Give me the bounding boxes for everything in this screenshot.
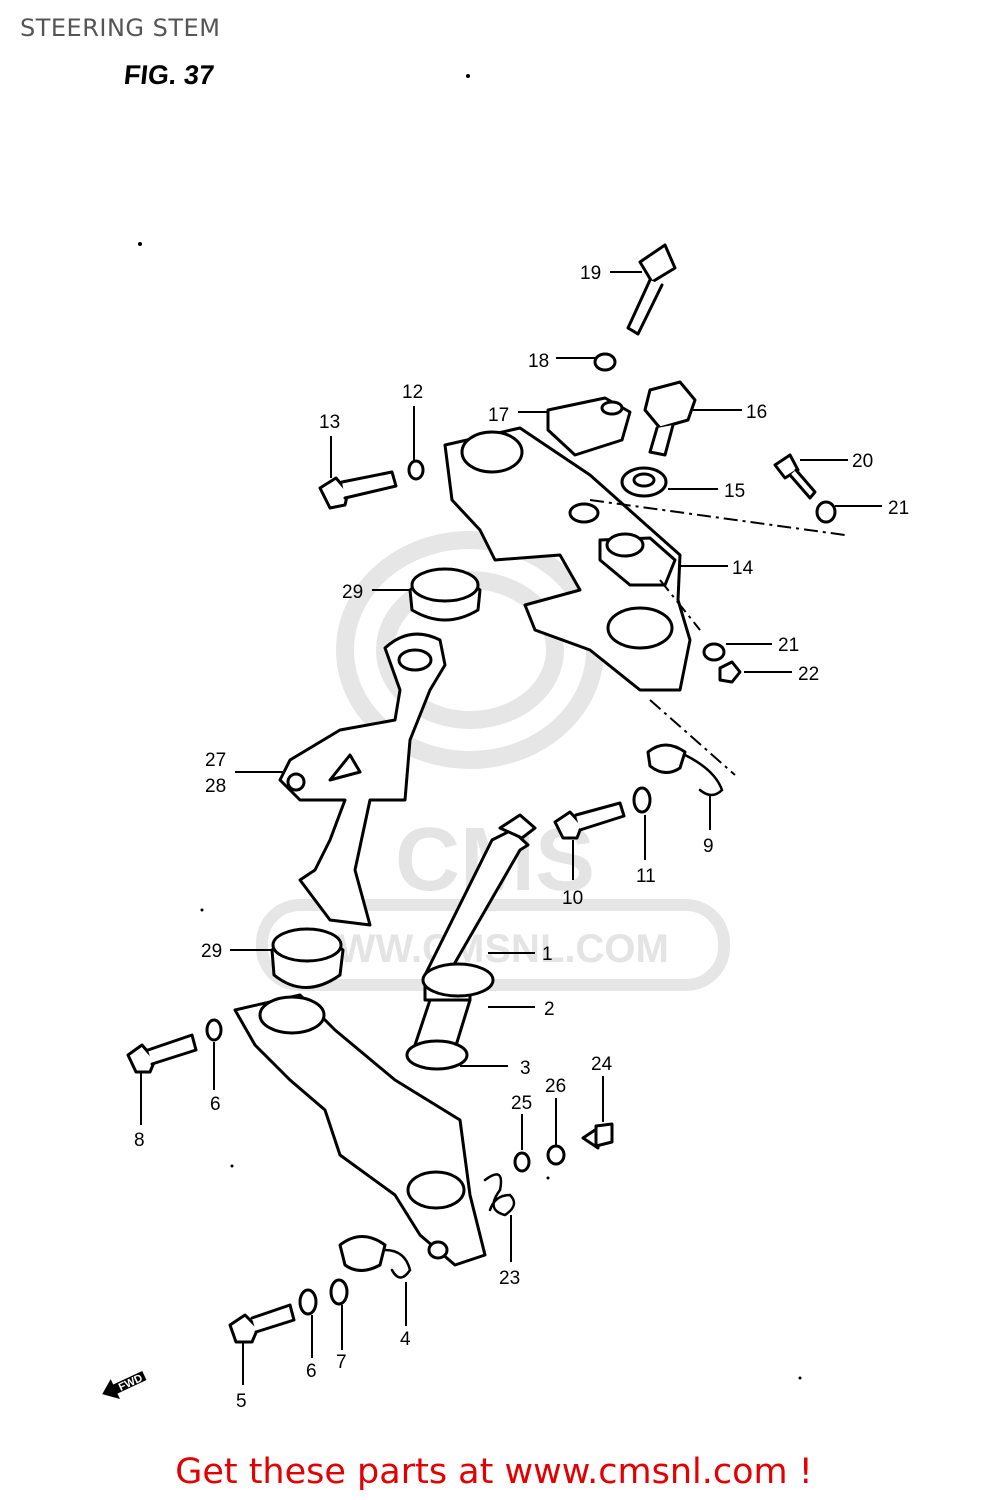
callout-4: 4 [400, 1329, 411, 1350]
bearing-29-upper [408, 567, 482, 622]
callout-19: 19 [580, 263, 601, 284]
cap-9 [646, 743, 724, 797]
washer-21-upper [815, 500, 837, 524]
callout-28: 28 [205, 776, 226, 797]
callout-2: 2 [544, 999, 555, 1020]
callout-17: 17 [488, 405, 509, 426]
washer-6-lower [298, 1288, 318, 1316]
watermark-site: WWW.CMSNL.COM [300, 927, 669, 971]
washer-7 [329, 1278, 349, 1306]
callout-14: 14 [732, 558, 754, 579]
callout-21-lower: 21 [778, 635, 799, 656]
page-title: STEERING STEM [20, 14, 221, 42]
callout-6-lower: 6 [306, 1361, 317, 1382]
forward-arrow-icon: FWD [102, 1370, 147, 1400]
lower-bracket [233, 993, 487, 1267]
callout-24: 24 [591, 1054, 613, 1075]
alignment-line [649, 699, 736, 776]
callout-12: 12 [402, 382, 423, 403]
bolt-8 [126, 1033, 198, 1074]
cap-4 [338, 1235, 412, 1279]
scan-specks [138, 74, 802, 1380]
callout-23: 23 [499, 1268, 520, 1289]
washer-18 [593, 352, 617, 372]
clip-23 [483, 1173, 516, 1217]
callout-3: 3 [520, 1058, 531, 1079]
callout-22: 22 [798, 664, 819, 685]
callout-6-upper: 6 [210, 1094, 221, 1115]
bolt-13 [318, 470, 398, 510]
bolt-20 [773, 453, 817, 500]
callout-11: 11 [636, 866, 656, 887]
callout-20: 20 [852, 451, 873, 472]
screw-24 [581, 1122, 614, 1150]
cable-guide [278, 632, 447, 927]
callout-29-upper: 29 [342, 582, 363, 603]
callout-labels: 19 18 17 16 15 20 21 14 21 22 12 13 29 2… [134, 263, 909, 1412]
bearing-29-lower [270, 927, 345, 989]
washer-12 [407, 459, 425, 481]
callout-29-lower: 29 [201, 941, 222, 962]
nut-22 [718, 660, 742, 684]
alignment-line [589, 499, 846, 536]
bolt-19 [626, 243, 677, 336]
figure-label: FIG. 37 [122, 60, 216, 90]
callout-16: 16 [746, 402, 767, 423]
upper-bracket [443, 426, 692, 692]
washer-25 [513, 1151, 531, 1173]
alignment-line [659, 579, 701, 631]
callout-8: 8 [134, 1130, 145, 1151]
callout-10: 10 [562, 888, 583, 909]
bolt-10 [553, 801, 626, 840]
washer-26 [546, 1144, 566, 1166]
callout-9: 9 [703, 836, 714, 857]
washer-6-upper [205, 1018, 223, 1042]
callout-26: 26 [545, 1076, 566, 1097]
callout-5: 5 [236, 1391, 247, 1412]
callout-7: 7 [336, 1352, 347, 1373]
parts-cta-link[interactable]: Get these parts at www.cmsnl.com ! [175, 1452, 813, 1492]
ring-3 [405, 1039, 469, 1071]
callout-1: 1 [542, 944, 553, 965]
forward-arrow-label: FWD [117, 1372, 145, 1393]
callout-15: 15 [724, 481, 745, 502]
bolt-16 [643, 380, 697, 457]
callout-13: 13 [319, 412, 340, 433]
holder-hole [600, 400, 624, 416]
leader-lines [140, 271, 882, 1385]
washer-21-lower [702, 642, 726, 662]
callout-27: 27 [205, 750, 226, 771]
callout-21-upper: 21 [888, 498, 909, 519]
callout-18: 18 [528, 351, 549, 372]
callout-25: 25 [511, 1093, 532, 1114]
bolt-5 [228, 1303, 296, 1344]
washer-11 [632, 786, 652, 814]
